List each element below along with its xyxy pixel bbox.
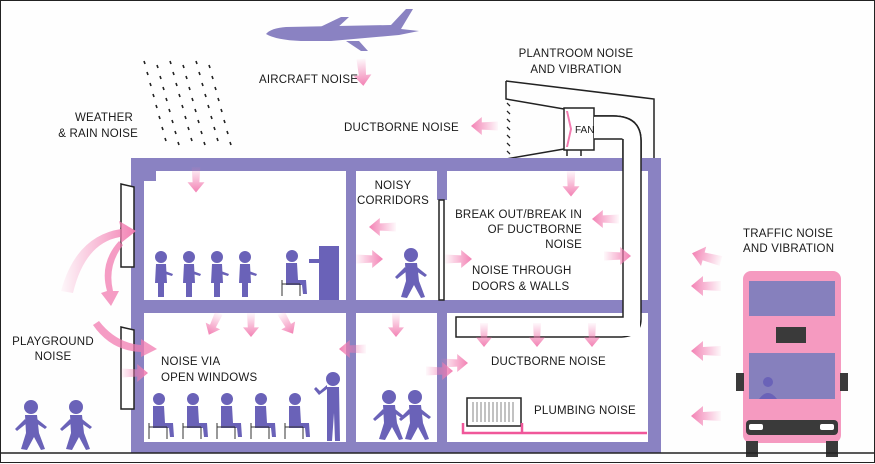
svg-text:FAN: FAN [575, 125, 594, 136]
rain-drop [184, 115, 187, 120]
rain-drop [182, 64, 185, 69]
rain-drop [197, 119, 200, 124]
rain-drop [195, 60, 198, 65]
rain-drop [208, 64, 211, 69]
fan-icon: FAN [563, 107, 595, 156]
rain-drop [187, 126, 190, 131]
rain-drop [214, 86, 217, 91]
through-walls-label-2: DOORS & WALLS [472, 281, 570, 293]
rain-drop [149, 82, 152, 87]
rain-drop [198, 71, 201, 76]
rain-drop [146, 71, 149, 76]
playground-child-1 [15, 400, 47, 450]
ductborne-roof-label: DUCTBORNE NOISE [344, 122, 459, 134]
rain-drop [201, 82, 204, 87]
rain-drop [226, 130, 229, 135]
window-lower [120, 326, 135, 410]
airplane-icon [266, 9, 419, 51]
rain-drop [207, 104, 210, 109]
rain-drop [216, 137, 219, 142]
traffic-noise-label-1: TRAFFIC NOISE [743, 228, 833, 240]
rain-drop [143, 60, 146, 65]
rain-drop [171, 119, 174, 124]
rain-drop [177, 141, 180, 146]
rain-drop [175, 82, 178, 87]
rain-drop [194, 108, 197, 113]
rain-drop [213, 126, 216, 131]
bus-icon [736, 271, 848, 457]
rain-drop [178, 93, 181, 98]
rain-drop [162, 86, 165, 91]
playground-child-2 [60, 400, 92, 450]
rain-drop [191, 97, 194, 102]
plantroom-enclosure [505, 80, 655, 160]
weather-noise-label-2: & RAIN NOISE [58, 128, 138, 140]
rain-drop [158, 115, 161, 120]
open-windows-label-2: OPEN WINDOWS [161, 372, 257, 384]
noise-arrows [61, 167, 724, 426]
plantroom-label-1: PLANTROOM NOISE [519, 48, 634, 60]
rain-drop [217, 97, 220, 102]
plantroom-label-2: AND VIBRATION [530, 64, 621, 76]
rain-drop [161, 126, 164, 131]
rain-drop [185, 75, 188, 80]
weather-noise-label-1: WEATHER [75, 112, 133, 124]
radiator-icon [466, 397, 522, 427]
ductborne-lower-label: DUCTBORNE NOISE [491, 356, 606, 368]
rain-drop [203, 141, 206, 146]
rain-drop [156, 64, 159, 69]
piano-icon [309, 246, 339, 300]
ductborne-roof-arrow [471, 117, 498, 135]
door [438, 199, 445, 301]
rain-drop [211, 75, 214, 80]
rain-drop [155, 104, 158, 109]
rain-drop [174, 130, 177, 135]
breakout-label-1: BREAK OUT/BREAK IN [455, 209, 582, 221]
rain-drop [159, 75, 162, 80]
rain-drop [223, 119, 226, 124]
rain-drop [220, 108, 223, 113]
rain-drop [172, 71, 175, 76]
rain-drop [181, 104, 184, 109]
playground-label-2: NOISE [35, 351, 72, 363]
rain-drop [188, 86, 191, 91]
rain-drop [204, 93, 207, 98]
noisy-corridors-label-1: NOISY [375, 180, 412, 192]
rain-drop [210, 115, 213, 120]
rain-drop [200, 130, 203, 135]
plumbing-pipe [461, 423, 647, 435]
breakout-label-3: NOISE [545, 239, 582, 251]
rain-drop [168, 108, 171, 113]
teacher [314, 372, 340, 441]
open-windows-label-1: NOISE VIA [161, 356, 220, 368]
rain-drop [165, 97, 168, 102]
rain-drop [152, 93, 155, 98]
breakout-label-2: OF DUCTBORNE [488, 224, 583, 236]
noisy-corridors-label-2: CORRIDORS [357, 195, 429, 207]
rain-icon [143, 60, 232, 146]
traffic-noise-label-2: AND VIBRATION [743, 243, 834, 255]
rain-drop [229, 141, 232, 146]
rain-drop [169, 60, 172, 65]
rain-drop [190, 137, 193, 142]
rain-drop [164, 137, 167, 142]
playground-label-1: PLAYGROUND [12, 336, 94, 348]
aircraft-noise-label: AIRCRAFT NOISE [259, 74, 358, 86]
through-walls-label-1: NOISE THROUGH [472, 265, 572, 277]
plumbing-noise-label: PLUMBING NOISE [534, 405, 636, 417]
